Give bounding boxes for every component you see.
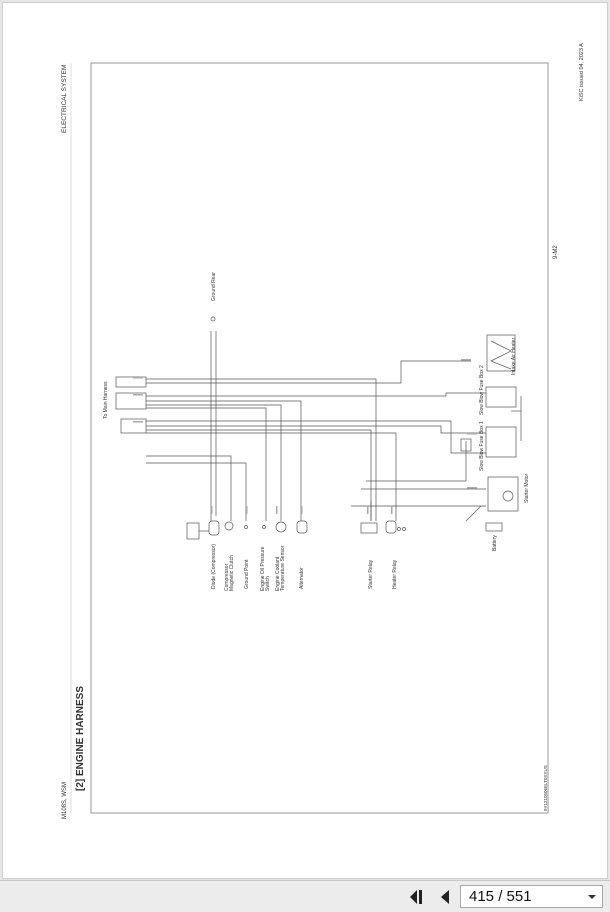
label-fuse-box-1: Slow Blow Fuse Box 1 <box>479 421 485 471</box>
chevron-down-icon <box>588 895 596 899</box>
label-starter-motor: Starter Motor <box>524 473 530 503</box>
section-title: [2] ENGINE HARNESS <box>75 686 86 791</box>
label-fuse-box-2: Slow Blow Fuse Box 2 <box>479 365 485 415</box>
label-oil-1: Engine Oil Pressure <box>260 546 266 591</box>
figure-code: 9Y1210506ELT0XXUS <box>543 765 548 811</box>
page-indicator: 415 / 551 <box>469 888 532 905</box>
label-clutch-1: Compressor <box>224 563 230 591</box>
label-intake-air-heater: Intake Air Heater <box>511 337 517 375</box>
previous-page-icon <box>441 890 449 904</box>
label-starter-relay: Starter Relay <box>368 559 374 589</box>
first-page-button[interactable] <box>406 887 428 907</box>
page-select[interactable]: 415 / 551 <box>460 885 603 908</box>
diagram-frame <box>90 62 549 814</box>
wire-code-marks <box>133 359 477 514</box>
wires <box>115 316 522 540</box>
header-right: ELECTRICAL SYSTEM <box>61 65 68 133</box>
page-code: 9-M2 <box>553 245 559 259</box>
label-to-main-harness: To Main Harness <box>103 381 109 419</box>
previous-page-button[interactable] <box>434 887 456 907</box>
label-ground-rear: Ground Rear <box>211 272 217 301</box>
pdf-page: M108S, WSM ELECTRICAL SYSTEM KiSC issued… <box>2 2 608 879</box>
label-ground-point: Ground Point <box>244 559 250 589</box>
viewer-toolbar: 415 / 551 <box>0 880 610 912</box>
label-battery: Battery <box>492 535 498 551</box>
label-coolant-1: Engine Coolant <box>275 556 281 591</box>
first-page-icon <box>410 890 422 904</box>
label-clutch-2: Magnetic Clutch <box>229 555 235 591</box>
header-left: M108S, WSM <box>62 782 68 819</box>
issued-label: KiSC issued 04, 2023 A <box>579 43 585 101</box>
label-diode: Diode (Compressor) <box>211 544 217 589</box>
label-alternator: Alternator <box>299 567 305 589</box>
label-coolant-2: Temperature Sensor <box>280 545 286 591</box>
label-heater-relay: Heater Relay <box>392 559 398 589</box>
engine-harness-diagram: M108S, WSM ELECTRICAL SYSTEM KiSC issued… <box>61 43 585 819</box>
label-oil-2: Switch <box>265 576 271 591</box>
